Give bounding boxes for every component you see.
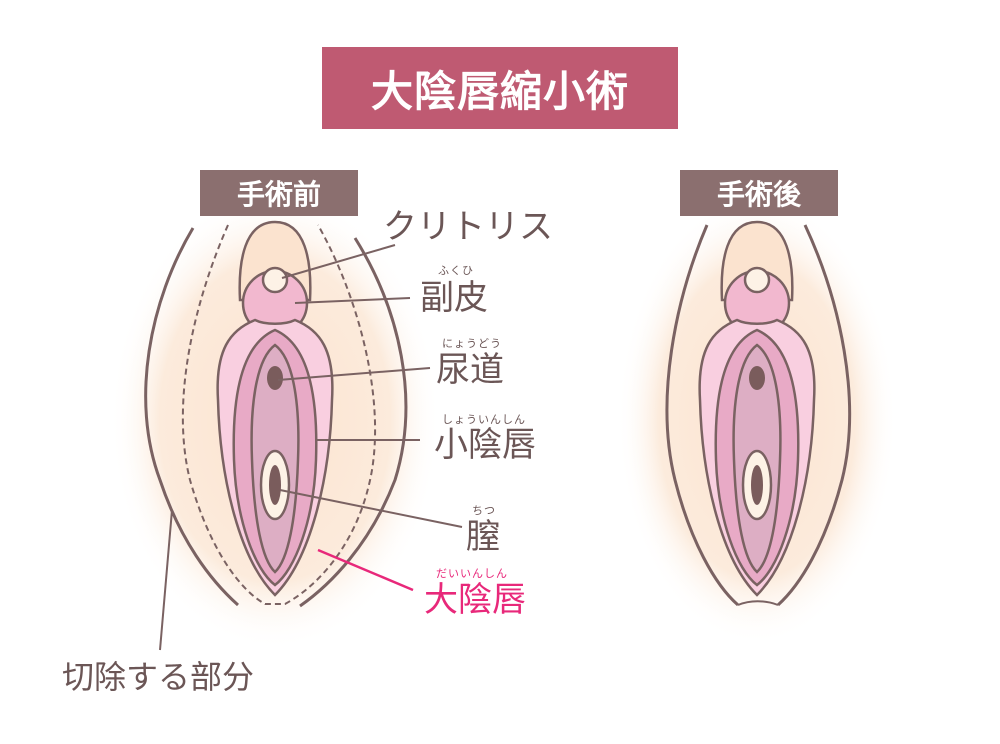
label-vagina: 膣 [466, 517, 500, 557]
ruby-prepuce: ふくひ [438, 264, 474, 277]
after-label: 手術後 [680, 170, 838, 216]
page-title: 大陰唇縮小術 [322, 47, 678, 129]
outer-line-left [144, 227, 239, 607]
clitoris [261, 266, 289, 294]
outer-line-right [299, 237, 408, 608]
leader-lines [159, 244, 463, 651]
ruby-labia-majora: だいいんしん [436, 567, 508, 580]
ruby-labia-minora: しょういんしん [442, 413, 526, 426]
urethra [267, 366, 283, 390]
before-label: 手術前 [200, 170, 358, 216]
ruby-vagina: ちつ [472, 504, 496, 517]
vagina [269, 465, 281, 505]
label-labia-majora: 大陰唇 [424, 580, 526, 620]
label-excision-area: 切除する部分 [62, 658, 255, 696]
highlight-leader-line [317, 548, 414, 592]
ruby-urethra: にょうどう [442, 337, 502, 350]
label-labia-minora: 小陰唇 [434, 425, 536, 465]
label-prepuce: 副皮 [420, 278, 488, 318]
label-clitoris: クリトリス [383, 207, 553, 247]
excision-dashed-line [181, 224, 377, 605]
before-diagram [110, 190, 463, 651]
label-urethra: 尿道 [436, 350, 504, 390]
after-diagram [617, 195, 897, 645]
